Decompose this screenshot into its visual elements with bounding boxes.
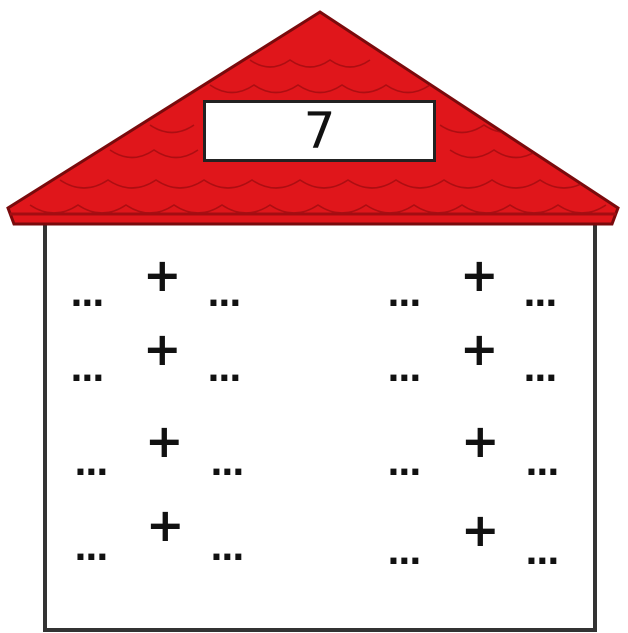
- blank-left-a-1: ...: [70, 275, 103, 315]
- blank-right-a-4: ...: [387, 533, 420, 573]
- blank-left-a-2: ...: [70, 350, 103, 390]
- plus-left-4: +: [146, 498, 185, 552]
- house-number-label: 7: [203, 100, 436, 162]
- blank-left-b-4: ...: [210, 529, 243, 569]
- blank-right-a-3: ...: [387, 444, 420, 484]
- plus-right-1: +: [460, 248, 499, 302]
- blank-right-b-3: ...: [525, 444, 558, 484]
- blank-left-b-3: ...: [210, 444, 243, 484]
- blank-left-b-1: ...: [207, 275, 240, 315]
- plus-left-2: +: [143, 322, 182, 376]
- plus-left-1: +: [143, 248, 182, 302]
- blank-right-b-4: ...: [525, 533, 558, 573]
- blank-right-b-2: ...: [523, 350, 556, 390]
- plus-right-4: +: [461, 503, 500, 557]
- plus-right-2: +: [460, 322, 499, 376]
- blank-left-a-4: ...: [74, 529, 107, 569]
- blank-left-a-3: ...: [74, 444, 107, 484]
- plus-right-3: +: [461, 414, 500, 468]
- plus-left-3: +: [145, 414, 184, 468]
- house-number: 7: [304, 102, 336, 160]
- blank-right-a-1: ...: [387, 275, 420, 315]
- blank-right-a-2: ...: [387, 350, 420, 390]
- blank-left-b-2: ...: [207, 350, 240, 390]
- blank-right-b-1: ...: [523, 275, 556, 315]
- house-wall: [45, 220, 595, 630]
